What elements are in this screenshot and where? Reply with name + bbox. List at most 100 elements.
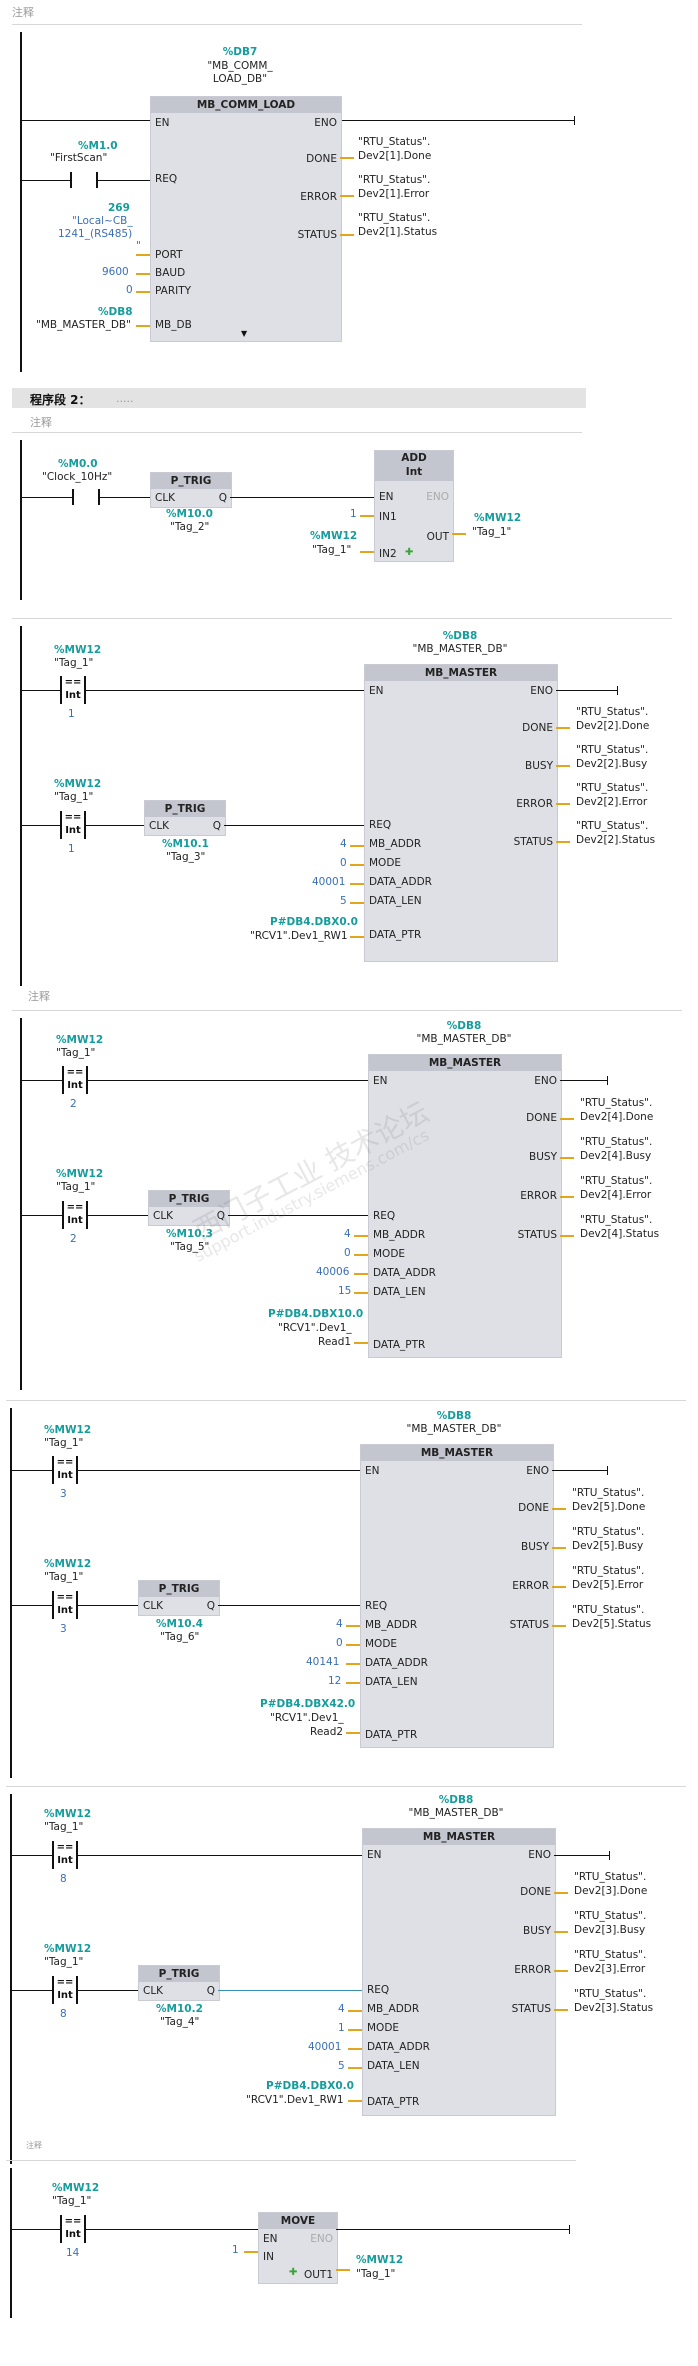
in-wire [244, 2251, 258, 2253]
network-comment[interactable]: 注释 [12, 6, 34, 19]
req-wire-left [20, 180, 70, 181]
compare-equal[interactable]: == Int [52, 1456, 78, 1484]
p-trig-block[interactable]: P_TRIG CLK Q [138, 1580, 220, 1616]
add-output-icon[interactable]: ✚ [289, 2267, 298, 2278]
mb-master-block[interactable]: MB_MASTER EN ENO DONE BUSY ERROR REQ STA… [362, 1828, 556, 2116]
in2-address: %MW12 [310, 530, 358, 542]
pin-done: DONE [520, 1886, 551, 1898]
rung-end [607, 1076, 608, 1085]
compare-equal[interactable]: == Int [62, 1201, 88, 1229]
p-trig-block[interactable]: P_TRIG CLK Q [138, 1965, 220, 2001]
cmp-value: 3 [60, 1488, 67, 1500]
compare-equal[interactable]: == Int [60, 2215, 86, 2243]
mb-addr-wire [354, 1235, 368, 1237]
data-ptr-wire [350, 936, 364, 938]
rung-wire [88, 1215, 148, 1216]
pin-mode: MODE [365, 1638, 398, 1650]
ptr-name: "RCV1".Dev1_ [278, 1322, 352, 1334]
p-trig-block[interactable]: P_TRIG CLK Q [150, 472, 232, 508]
rung-wire [78, 1470, 360, 1471]
network-comment[interactable]: 注释 [28, 990, 50, 1003]
pin-out: OUT [426, 531, 449, 543]
compare-equal[interactable]: == Int [62, 1066, 88, 1094]
out-wire [452, 533, 466, 535]
ptrig-tag: "Tag_4" [160, 2016, 200, 2028]
mb-addr-wire [350, 845, 364, 847]
no-contact[interactable] [70, 172, 98, 188]
expand-arrow-icon[interactable]: ▼ [241, 329, 248, 338]
status-output-1: "RTU_Status". [574, 1988, 647, 2000]
busy-output-1: "RTU_Status". [574, 1910, 647, 1922]
ptrig-tag: "Tag_2" [170, 521, 210, 533]
busy-wire [552, 1547, 566, 1549]
compare-type: Int [67, 1215, 83, 1226]
error-wire [556, 803, 570, 805]
data-addr-wire [348, 2048, 362, 2050]
pin-mb-addr: MB_ADDR [367, 2003, 420, 2015]
p-trig-block[interactable]: P_TRIG CLK Q [144, 800, 226, 836]
rung-wire [78, 1990, 138, 1991]
rung-wire [10, 1470, 54, 1471]
p-trig-block[interactable]: P_TRIG CLK Q [148, 1190, 230, 1226]
cmp-value: 8 [60, 2008, 67, 2020]
pin-req: REQ [369, 819, 392, 831]
add-block[interactable]: ADD Int EN ENO IN1 OUT IN2 ✚ [374, 450, 454, 562]
cmp-address: %MW12 [44, 1424, 92, 1436]
busy-output-1: "RTU_Status". [576, 744, 649, 756]
mode-value: 0 [344, 1247, 351, 1259]
ptrig-tag: "Tag_3" [166, 851, 206, 863]
data-len-wire [348, 2067, 362, 2069]
compare-equal[interactable]: == Int [52, 1841, 78, 1869]
block-title: P_TRIG [139, 1581, 219, 1597]
cmp-value: 1 [68, 708, 75, 720]
db-address: %DB8 [442, 630, 478, 642]
mode-wire [354, 1254, 368, 1256]
pin-data-ptr: DATA_PTR [369, 929, 422, 941]
status-wire [554, 2009, 568, 2011]
parity-value: 0 [126, 284, 133, 296]
mb-master-block[interactable]: MB_MASTER EN ENO DONE BUSY ERROR REQ STA… [360, 1444, 554, 1748]
block-title: MB_MASTER [361, 1445, 553, 1461]
mode-wire [350, 864, 364, 866]
mb-addr-value: 4 [338, 2003, 345, 2015]
power-rail [20, 440, 22, 600]
compare-equal[interactable]: == Int [52, 1976, 78, 2004]
network-comment[interactable]: 注释 [30, 416, 52, 429]
cmp-address: %MW12 [56, 1168, 104, 1180]
data-ptr-wire [346, 1732, 360, 1734]
error-wire [560, 1196, 574, 1198]
error-wire [554, 1970, 568, 1972]
db-name: "MB_COMM_ [207, 60, 273, 72]
no-contact[interactable] [72, 489, 100, 505]
mb-master-block[interactable]: MB_MASTER EN ENO DONE BUSY ERROR REQ STA… [364, 664, 558, 962]
status-output-1: "RTU_Status". [572, 1604, 645, 1616]
network-header[interactable]: 程序段 2： ..... [12, 388, 586, 408]
mb-master-block[interactable]: MB_MASTER EN ENO DONE BUSY ERROR REQ STA… [368, 1054, 562, 1358]
pin-en: EN [379, 491, 394, 503]
network-comment[interactable]: 注释 [26, 2141, 42, 2150]
pin-clk: CLK [155, 492, 176, 504]
done-output-2: Dev2[5].Done [572, 1501, 646, 1513]
compare-equal[interactable]: == Int [60, 811, 86, 839]
eno-wire [552, 1470, 608, 1471]
compare-equal[interactable]: == Int [52, 1591, 78, 1619]
move-block[interactable]: MOVE EN ENO IN ✚ OUT1 [258, 2212, 338, 2284]
compare-equal[interactable]: == Int [60, 676, 86, 704]
mode-value: 0 [336, 1637, 343, 1649]
pin-status: STATUS [297, 229, 337, 241]
mb-comm-load-block[interactable]: MB_COMM_LOAD EN ENO DONE REQ ERROR STATU… [150, 96, 342, 342]
compare-type: Int [65, 690, 81, 701]
pin-error: ERROR [514, 1964, 551, 1976]
rung-wire [20, 497, 72, 498]
divider [6, 1786, 686, 1787]
rung-wire [230, 497, 374, 498]
pin-mb-db: MB_DB [155, 319, 192, 331]
out-tag: "Tag_1" [472, 526, 512, 538]
done-output-2: Dev2[4].Done [580, 1111, 654, 1123]
mb-addr-value: 4 [344, 1228, 351, 1240]
pin-status: STATUS [509, 1619, 549, 1631]
contact-address: %M0.0 [58, 458, 98, 470]
add-input-icon[interactable]: ✚ [405, 547, 414, 558]
req-wire-selected[interactable] [218, 1990, 362, 1991]
rung-wire [98, 497, 150, 498]
